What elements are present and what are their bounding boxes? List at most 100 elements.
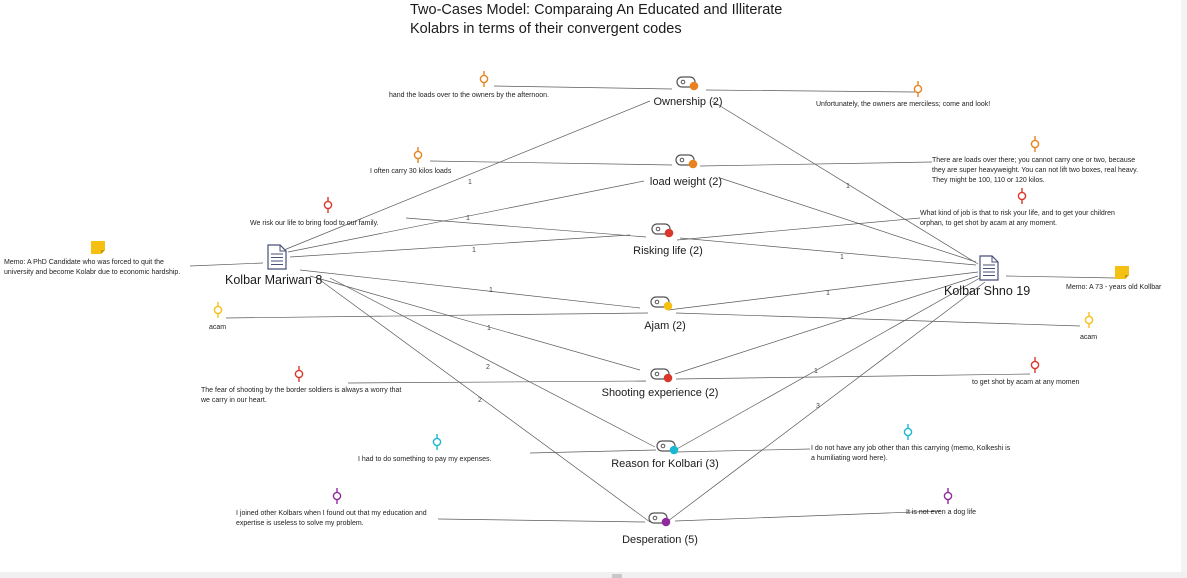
quotation-pin-icon: [913, 81, 923, 97]
quotation-pin-icon: [479, 71, 489, 87]
memo-right-text[interactable]: Memo: A 73 - years old Kollbar: [1066, 284, 1162, 291]
quote-load-weight-left[interactable]: I often carry 30 kilos loads: [370, 168, 452, 175]
edge-left-reason-for-kolbari: [329, 277, 656, 448]
edge-number-label: 1: [846, 183, 850, 190]
edge-left-load-weight: [287, 180, 645, 253]
horizontal-scrollbar-thumb[interactable]: [612, 574, 622, 578]
edge-quotation-13: [437, 518, 646, 523]
edge-number-label: 1: [466, 215, 470, 222]
edge-quotation-3: [429, 160, 673, 166]
code-shooting-experience-label[interactable]: Shooting experience (2): [601, 387, 719, 399]
edge-number-label: 1: [840, 254, 844, 261]
code-tag-icon: [648, 512, 671, 527]
edge-quotation-14: [674, 510, 941, 522]
edge-number-label: 2: [486, 364, 490, 371]
edge-quotation-10: [675, 373, 1031, 380]
quotation-pin-icon: [332, 488, 342, 504]
quotation-pin-icon: [1030, 136, 1040, 152]
code-icon-layer: [648, 76, 699, 527]
quote-ajam-left[interactable]: acam: [209, 324, 227, 331]
edge-right-shooting-experience: [674, 275, 979, 375]
memo-note-icon: [1115, 266, 1129, 279]
edge-right-ownership: [711, 100, 979, 265]
code-tag-icon: [651, 223, 674, 238]
code-reason-for-kolbari-label[interactable]: Reason for Kolbari (3): [611, 458, 719, 470]
quotation-pin-icon: [903, 424, 913, 440]
quote-desperation-left[interactable]: I joined other Kolbars when I found out …: [236, 510, 427, 527]
quotation-pin-icon: [1030, 357, 1040, 373]
diagram-title-line-2: Kolabrs in terms of their convergent cod…: [410, 21, 682, 37]
edge-right-load-weight: [719, 177, 977, 263]
code-ownership-label[interactable]: Ownership (2): [653, 96, 723, 108]
edge-quotation-9: [347, 380, 647, 384]
document-icon-layer: [91, 241, 1129, 281]
quote-shooting-left[interactable]: The fear of shooting by the border soldi…: [201, 387, 402, 404]
edge-number-label: 2: [478, 397, 482, 404]
document-left-label[interactable]: Kolbar Mariwan 8: [225, 273, 323, 287]
document-right-label[interactable]: Kolbar Shno 19: [944, 284, 1031, 298]
quote-desperation-right[interactable]: It is not even a dog life: [906, 509, 977, 516]
code-tag-icon: [650, 296, 673, 311]
quote-ajam-right[interactable]: acam: [1080, 334, 1098, 341]
quote-ownership-right[interactable]: Unfortunately, the owners are merciless;…: [816, 101, 991, 108]
edge-number-label: 1: [472, 247, 476, 254]
quote-shooting-right[interactable]: to get shot by acam at any momen: [972, 379, 1080, 386]
edge-number-label: 1: [826, 290, 830, 297]
quote-risking-life-left[interactable]: We risk our life to bring food to our fa…: [250, 220, 379, 227]
edge-number-label: 1: [487, 325, 491, 332]
quote-reason-left[interactable]: I had to do something to pay my expenses…: [358, 456, 492, 463]
edge-quotation-1: [493, 85, 673, 90]
edge-left-ownership: [283, 100, 651, 251]
edge-right-risking-life: [679, 237, 977, 266]
edge-quotation-11: [529, 449, 657, 454]
diagram-title: Two-Cases Model: Comparaing An Educated …: [410, 1, 782, 39]
quotation-pin-layer: [213, 71, 1094, 504]
edge-right-desperation: [667, 281, 986, 522]
edge-quotation-12: [675, 448, 811, 453]
memo-note-icon: [91, 241, 105, 254]
code-risking-life-label[interactable]: Risking life (2): [633, 245, 703, 257]
edge-left-shooting-experience: [309, 275, 641, 371]
quotation-pin-icon: [1017, 188, 1027, 204]
quotation-pin-icon: [294, 366, 304, 382]
quote-reason-right[interactable]: I do not have any job other than this ca…: [811, 445, 1011, 462]
edge-memo-left: [189, 262, 264, 267]
edge-layer: [189, 85, 1117, 523]
edge-quotation-5: [405, 217, 647, 238]
code-tag-icon: [675, 154, 698, 169]
edge-quotation-7: [225, 312, 649, 319]
edge-right-ajam: [667, 271, 979, 311]
code-load-weight-label[interactable]: load weight (2): [649, 176, 723, 188]
memo-left-text[interactable]: Memo: A PhD Candidate who was forced to …: [4, 259, 181, 276]
edge-number-label: 1: [468, 179, 472, 186]
code-desperation-label[interactable]: Desperation (5): [622, 534, 698, 546]
quotation-pin-icon: [323, 197, 333, 213]
code-tag-icon: [676, 76, 699, 91]
edge-left-risking-life: [289, 234, 631, 258]
edge-left-desperation: [319, 279, 651, 523]
edge-number-label: 1: [814, 368, 818, 375]
code-ajam-label[interactable]: Ajam (2): [644, 320, 686, 332]
quote-load-weight-right[interactable]: There are loads over there; you cannot c…: [932, 157, 1139, 184]
vertical-scrollbar-track[interactable]: [1181, 0, 1187, 572]
quotation-pin-icon: [432, 434, 442, 450]
quotation-pin-icon: [943, 488, 953, 504]
code-tag-icon: [650, 368, 673, 383]
edge-quotation-8: [675, 312, 1081, 327]
quote-risking-life-right[interactable]: What kind of job is that to risk your li…: [920, 210, 1115, 227]
quotation-pin-icon: [413, 147, 423, 163]
code-tag-icon: [656, 440, 679, 455]
document-icon: [979, 255, 999, 281]
edge-number-label: 3: [816, 403, 820, 410]
edge-right-reason-for-kolbari: [674, 277, 981, 451]
quote-ownership-left[interactable]: hand the loads over to the owners by the…: [389, 92, 549, 99]
edge-quotation-4: [699, 161, 933, 167]
quotation-pin-icon: [1084, 312, 1094, 328]
edge-left-ajam: [299, 269, 641, 309]
document-icon: [267, 244, 287, 270]
edge-memo-right: [1005, 275, 1117, 279]
diagram-title-line-1: Two-Cases Model: Comparaing An Educated …: [410, 2, 783, 18]
horizontal-scrollbar-track[interactable]: [0, 572, 1187, 578]
